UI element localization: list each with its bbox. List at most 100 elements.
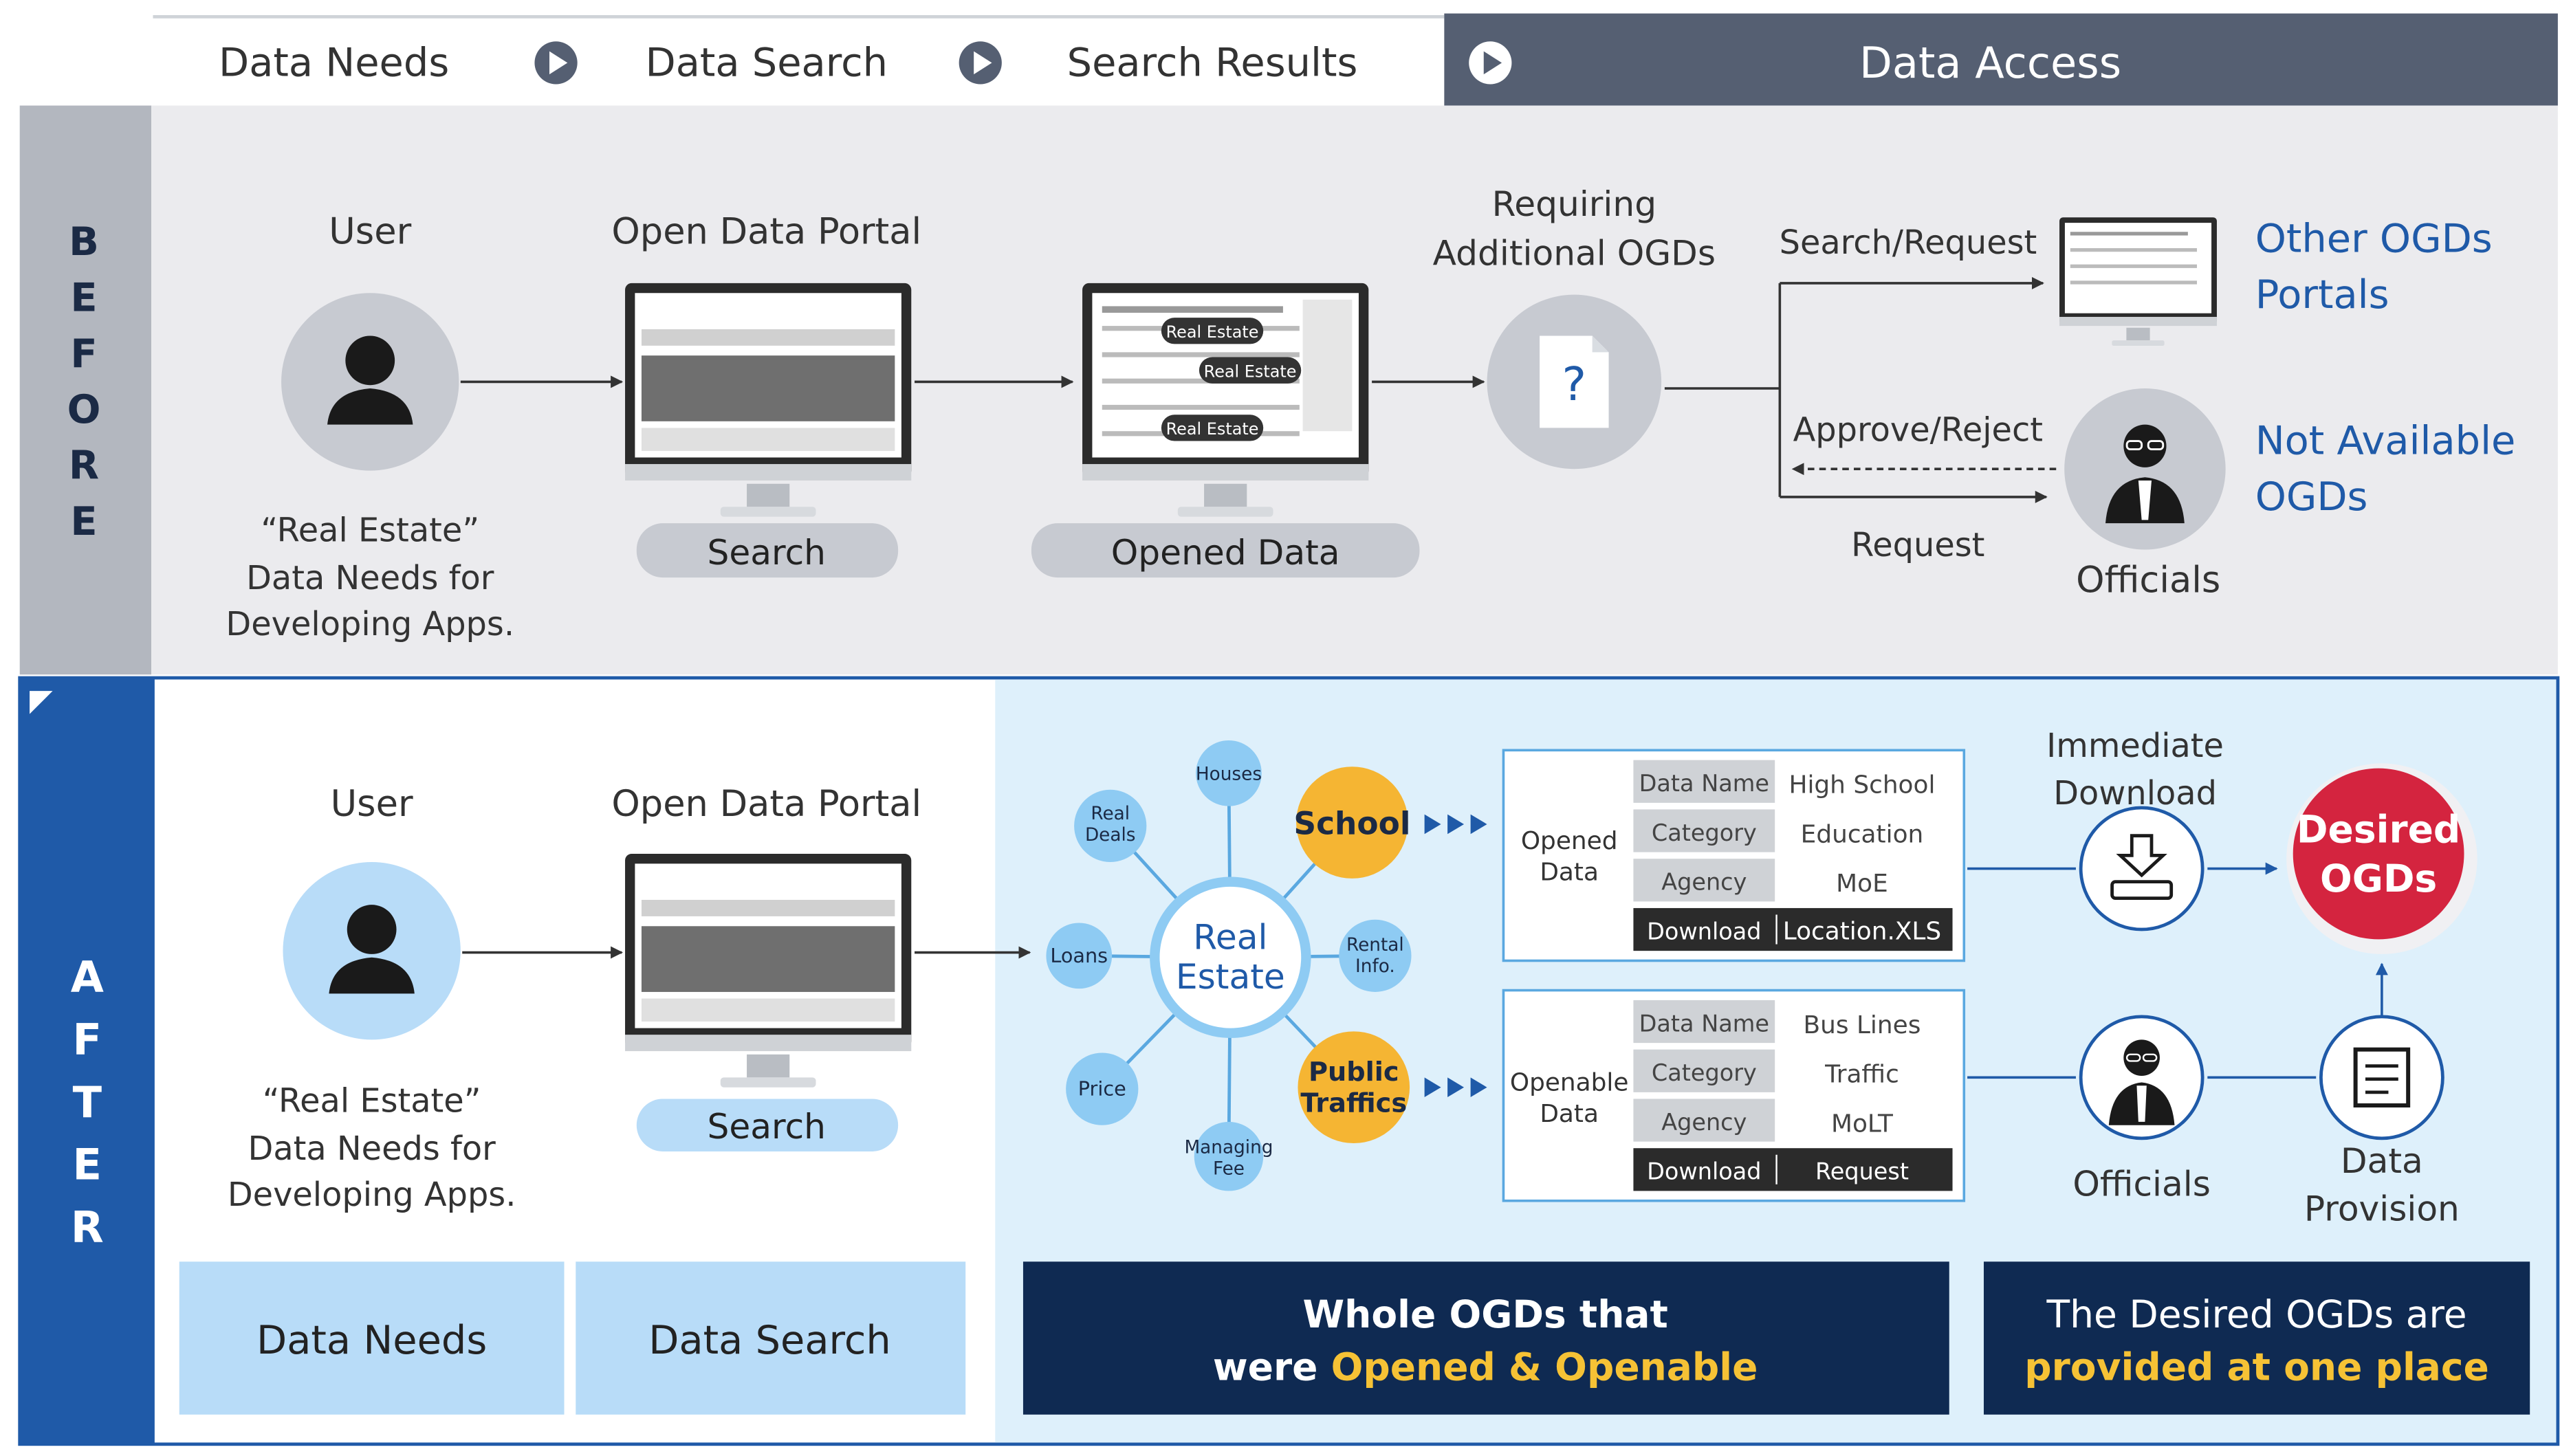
svg-text:Not Available: Not Available [2255, 418, 2516, 464]
svg-text:Houses: Houses [1196, 764, 1262, 784]
after-side-label: A F T E R [71, 952, 104, 1253]
question-document-icon: ? [1487, 294, 1662, 470]
svg-text:Opened Data: Opened Data [1111, 532, 1340, 573]
svg-text:“Real Estate”: “Real Estate” [261, 511, 479, 549]
desired-ogds-badge: Desired OGDs [2286, 763, 2477, 954]
svg-text:Estate: Estate [1176, 956, 1285, 997]
svg-text:Agency: Agency [1661, 1109, 1747, 1136]
svg-text:Education: Education [1801, 820, 1924, 848]
other-portal-monitor-icon [2059, 217, 2217, 346]
svg-text:B: B [69, 219, 99, 265]
svg-text:F: F [73, 1015, 102, 1065]
svg-text:Loans: Loans [1050, 944, 1108, 967]
svg-text:T: T [73, 1077, 102, 1127]
svg-text:Real: Real [1091, 804, 1130, 824]
play-icon [1469, 41, 1512, 85]
svg-text:Public: Public [1309, 1057, 1399, 1088]
svg-text:Category: Category [1652, 1059, 1757, 1086]
svg-text:Data Needs: Data Needs [256, 1317, 487, 1363]
opened-data-pill: Opened Data [1031, 523, 1420, 578]
header-step-search-results: Search Results [1067, 39, 1358, 85]
svg-text:Openable: Openable [1510, 1068, 1629, 1096]
svg-text:Search: Search [707, 1106, 826, 1147]
desired-provided-box: The Desired OGDs are provided at one pla… [1983, 1261, 2530, 1415]
before-side-label: B E F O R E [67, 219, 101, 544]
svg-text:Portals: Portals [2255, 272, 2389, 318]
svg-text:Download: Download [1647, 1158, 1761, 1185]
svg-text:E: E [70, 498, 97, 544]
request-label: Request [1851, 527, 1984, 564]
other-portals-label: Other OGDs Portals [2255, 215, 2493, 317]
svg-text:E: E [73, 1140, 102, 1190]
svg-text:R: R [69, 443, 99, 489]
svg-text:Opened: Opened [1521, 827, 1618, 855]
svg-text:Agency: Agency [1661, 869, 1747, 896]
portal-monitor-icon [625, 283, 912, 517]
after-user-caption: “Real Estate” Data Needs for Developing … [228, 1083, 516, 1214]
svg-text:Requiring: Requiring [1492, 184, 1657, 224]
svg-text:Download: Download [2053, 775, 2217, 813]
user-avatar-icon [281, 293, 459, 471]
triple-arrow-icon [1424, 814, 1487, 835]
svg-text:Traffic: Traffic [1824, 1061, 1899, 1089]
whole-ogds-box: Whole OGDs that were Opened & Openable [1022, 1261, 1949, 1415]
officials-icon [2079, 1015, 2205, 1140]
svg-text:MoLT: MoLT [1831, 1110, 1894, 1138]
svg-text:Developing Apps.: Developing Apps. [228, 1176, 516, 1214]
svg-text:“Real Estate”: “Real Estate” [263, 1083, 481, 1121]
opened-data-table: Opened Data Data Name High School Catego… [1502, 749, 1966, 962]
before-officials-label: Officials [2076, 560, 2220, 602]
svg-text:E: E [70, 275, 97, 321]
svg-text:A: A [71, 952, 104, 1002]
svg-text:were Opened & Openable: were Opened & Openable [1213, 1345, 1758, 1389]
after-officials-label: Officials [2072, 1164, 2211, 1204]
play-icon [534, 41, 578, 85]
svg-text:Traffics: Traffics [1300, 1088, 1407, 1119]
svg-text:Bus Lines: Bus Lines [1804, 1011, 1921, 1039]
svg-text:Desired: Desired [2297, 807, 2460, 851]
svg-text:MoE: MoE [1836, 870, 1888, 898]
officials-icon [2064, 388, 2226, 550]
svg-text:Data Needs for: Data Needs for [248, 1130, 496, 1168]
svg-text:Data Needs for: Data Needs for [246, 560, 494, 597]
svg-text:Search: Search [707, 532, 826, 573]
svg-text:The Desired OGDs are: The Desired OGDs are [2046, 1292, 2467, 1336]
openable-data-table: Openable Data Data Name Bus Lines Catego… [1502, 989, 1966, 1202]
svg-text:Price: Price [1078, 1077, 1126, 1101]
data-provision-label: Data Provision [2304, 1140, 2460, 1228]
svg-text:R: R [71, 1202, 104, 1253]
svg-text:Location.XLS: Location.XLS [1783, 917, 1941, 945]
svg-text:Real: Real [1193, 917, 1267, 958]
node-rental-info: Rental Info. [1339, 919, 1412, 992]
real-estate-network: Houses Real Deals School Loans Rental In… [1046, 740, 1412, 1191]
svg-text:O: O [67, 386, 101, 432]
node-real-deals: Real Deals [1074, 789, 1147, 862]
portal-monitor-icon [625, 854, 912, 1088]
svg-text:School: School [1293, 805, 1410, 841]
svg-text:Data: Data [1540, 1100, 1599, 1128]
svg-text:Request: Request [1815, 1158, 1909, 1185]
svg-text:OGDs: OGDs [2255, 474, 2368, 520]
triple-arrow-icon [1424, 1077, 1487, 1098]
svg-text:Info.: Info. [1355, 956, 1395, 977]
node-managing-fee: Managing Fee [1184, 1121, 1273, 1191]
node-houses: Houses [1196, 740, 1262, 806]
not-available-label: Not Available OGDs [2255, 418, 2516, 520]
svg-text:Fee: Fee [1213, 1158, 1245, 1179]
before-user-title: User [329, 210, 411, 252]
svg-text:Developing Apps.: Developing Apps. [226, 606, 514, 643]
svg-text:Data: Data [1540, 858, 1599, 886]
node-public-traffics: Public Traffics [1298, 1031, 1410, 1144]
after-search-pill: Search [636, 1099, 899, 1151]
search-pill: Search [636, 523, 899, 578]
data-needs-box: Data Needs [179, 1261, 565, 1415]
svg-text:Deals: Deals [1085, 825, 1136, 846]
svg-text:Real Estate: Real Estate [1166, 322, 1259, 342]
real-estate-tag: Real Estate [1199, 357, 1302, 384]
svg-text:Managing: Managing [1184, 1137, 1273, 1158]
svg-text:provided at one place: provided at one place [2024, 1345, 2489, 1389]
before-user-caption: “Real Estate” Data Needs for Developing … [226, 511, 514, 643]
node-loans: Loans [1046, 923, 1113, 989]
svg-text:Real Estate: Real Estate [1166, 419, 1259, 439]
